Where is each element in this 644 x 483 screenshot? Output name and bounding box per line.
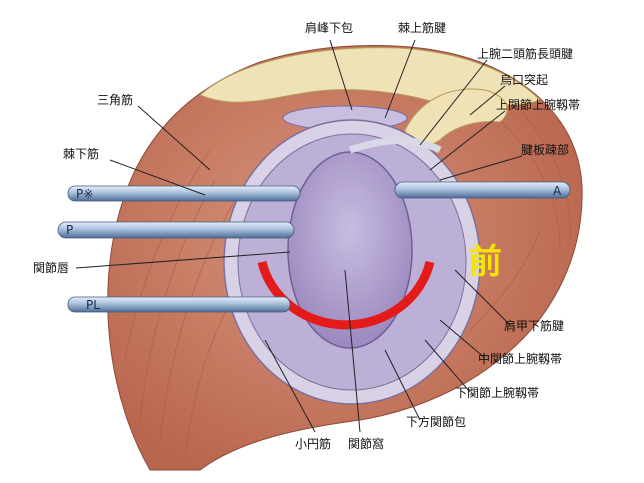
portal-rod-p: P bbox=[57, 221, 295, 239]
label-superior-glenohumeral-ligament: 上関節上腕靱帯 bbox=[496, 97, 580, 112]
label-supraspinatus-tendon: 棘上筋腱 bbox=[398, 20, 446, 35]
biceps-tendon bbox=[348, 137, 442, 154]
label-coracoid-process: 烏口突起 bbox=[500, 72, 548, 87]
label-deltoid: 三角筋 bbox=[97, 92, 133, 107]
label-rotator-interval: 腱板疎部 bbox=[521, 142, 569, 157]
label-subscapularis-tendon: 肩甲下筋腱 bbox=[504, 318, 564, 333]
portal-rod-pl: PL bbox=[67, 296, 291, 313]
label-inferior-capsule: 下方関節包 bbox=[406, 414, 466, 429]
label-middle-glenohumeral-ligament: 中関節上腕靱帯 bbox=[478, 351, 562, 366]
glenoid-fossa-surface bbox=[287, 151, 413, 349]
red-arc-annotation bbox=[257, 260, 435, 330]
portal-label-p-star: P※ bbox=[76, 187, 93, 201]
portal-label-p: P bbox=[66, 223, 73, 237]
portal-rod-a: A bbox=[394, 181, 571, 199]
anatomy-labels: 肩峰下包 棘上筋腱 上腕二頭筋長頭腱 烏口突起 上関節上腕靱帯 腱板疎部 三角筋… bbox=[33, 20, 580, 451]
label-glenoid-fossa: 関節窩 bbox=[348, 436, 384, 451]
label-teres-minor: 小円筋 bbox=[295, 436, 331, 451]
label-infraspinatus: 棘下筋 bbox=[63, 146, 99, 161]
leader-lines bbox=[75, 39, 523, 433]
portal-label-a: A bbox=[553, 184, 562, 198]
label-glenoid-labrum: 関節唇 bbox=[33, 260, 69, 275]
portal-rod-p-star: P※ bbox=[67, 185, 301, 202]
label-subacromial-bursa: 肩峰下包 bbox=[305, 20, 353, 35]
label-inferior-glenohumeral-ligament: 下関節上腕靱帯 bbox=[455, 385, 539, 400]
anterior-direction-label: 前 bbox=[468, 242, 502, 282]
label-biceps-long-head-tendon: 上腕二頭筋長頭腱 bbox=[477, 46, 573, 61]
portal-label-pl: PL bbox=[86, 298, 100, 312]
